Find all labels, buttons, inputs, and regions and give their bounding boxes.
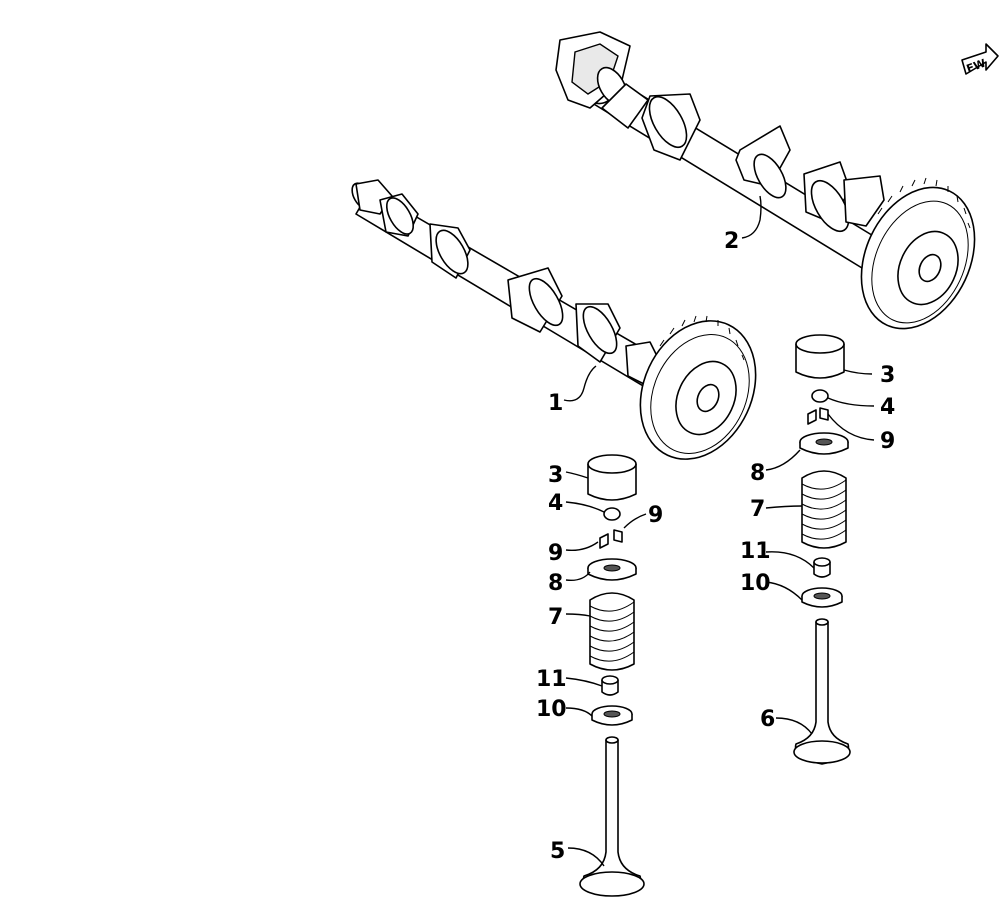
callout-8-right: 8 xyxy=(750,461,765,486)
callout-5: 5 xyxy=(550,839,565,864)
callout-9-right: 9 xyxy=(880,429,895,454)
left-valve-assembly xyxy=(579,454,645,897)
callout-2: 2 xyxy=(724,229,739,254)
callout-10-left: 10 xyxy=(536,697,567,722)
callout-1: 1 xyxy=(548,391,563,416)
callout-4-right: 4 xyxy=(880,395,895,420)
leader-lines xyxy=(563,195,875,867)
callout-labels: 1 2 3 4 9 9 8 7 11 10 5 3 4 9 8 7 11 10 … xyxy=(536,229,895,864)
callout-3-right: 3 xyxy=(880,363,895,388)
camshaft-exhaust xyxy=(555,31,976,330)
forward-badge-label: FW xyxy=(965,57,988,76)
camshaft-intake xyxy=(351,179,757,460)
callout-9-left-upper: 9 xyxy=(648,503,663,528)
callout-11-right: 11 xyxy=(740,539,771,564)
callout-3-left: 3 xyxy=(548,463,563,488)
callout-9-left-lower: 9 xyxy=(548,541,563,566)
callout-4-left: 4 xyxy=(548,491,563,516)
callout-8-left: 8 xyxy=(548,571,563,596)
forward-direction-icon: FW xyxy=(961,43,999,76)
right-valve-assembly xyxy=(793,334,851,765)
callout-11-left: 11 xyxy=(536,667,567,692)
callout-7-left: 7 xyxy=(548,605,563,630)
callout-6: 6 xyxy=(760,707,775,732)
callout-7-right: 7 xyxy=(750,497,765,522)
callout-10-right: 10 xyxy=(740,571,771,596)
